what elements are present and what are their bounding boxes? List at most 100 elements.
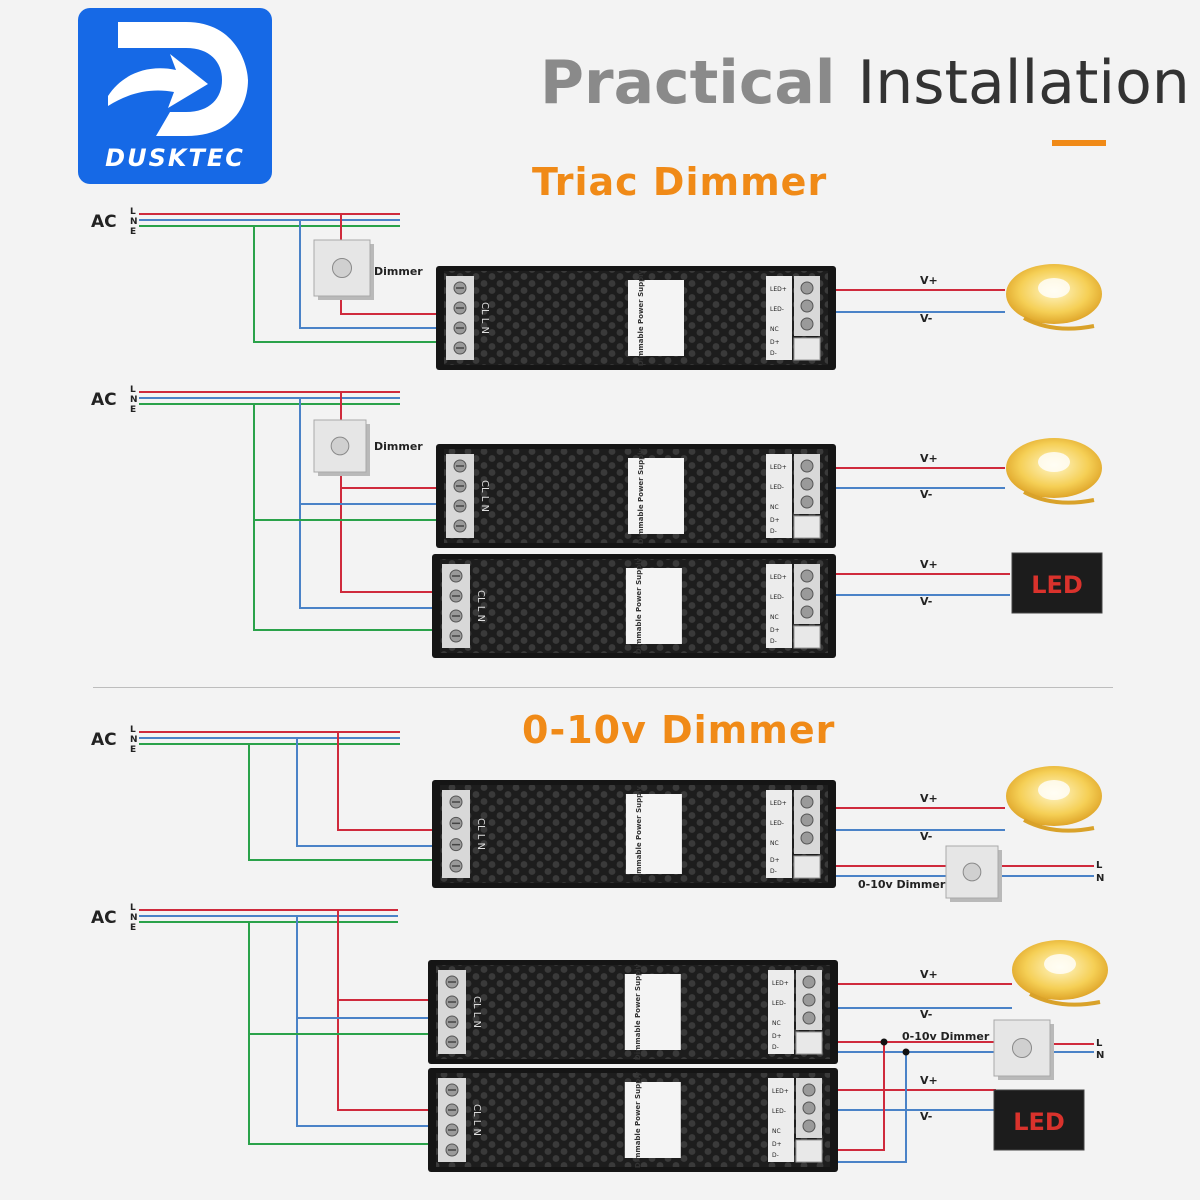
line-n-label: N (130, 735, 138, 745)
terminal-screw-icon (802, 1083, 816, 1097)
wire-earth-branch (253, 226, 444, 343)
label-d-plus: D+ (772, 1033, 782, 1040)
terminal-screw-icon (802, 993, 816, 1007)
wire-earth-branch (248, 1034, 444, 1145)
dim-connector (795, 1139, 823, 1163)
label-led-minus: LED- (770, 820, 784, 827)
led-reel-core (1038, 452, 1070, 472)
v-minus-label: V- (920, 1110, 932, 1123)
v-minus-label: V- (920, 1008, 932, 1021)
led-strip-tail (1029, 992, 1101, 1007)
ac-label: AC (91, 212, 117, 232)
led-reel-core (1044, 954, 1076, 974)
psu-label-title: Dimmable Power Supply (637, 269, 645, 366)
psu-terminal-labels: CL L N (471, 996, 482, 1028)
led-strip-reel (1006, 438, 1102, 505)
wire-neutral-branch (299, 504, 444, 609)
led-sign-panel (993, 1089, 1085, 1151)
terminal-screw-icon (802, 1119, 816, 1133)
output-label-plate (766, 454, 792, 538)
junction-dot (902, 1048, 910, 1056)
dim-connector (793, 855, 821, 879)
label-d-minus: D- (770, 350, 777, 357)
dimmer-knob-icon (330, 436, 350, 456)
wire-earth-branch (248, 744, 440, 861)
v-minus-label: V- (920, 312, 932, 325)
wire-neutral-branch (296, 916, 444, 1019)
label-d-minus: D- (772, 1044, 779, 1051)
line-e-label: E (130, 227, 136, 237)
v-plus-label: V+ (920, 792, 938, 805)
dimmer-label: Dimmer (374, 265, 423, 278)
label-nc: NC (770, 504, 779, 511)
terminal-screw-icon (800, 795, 814, 809)
label-d-minus: D- (770, 868, 777, 875)
psu-terminal-labels: CL L N (479, 480, 490, 512)
v-plus-label: V+ (920, 1074, 938, 1087)
psu-label-sticker (624, 1082, 681, 1158)
output-label-plate (768, 1078, 794, 1162)
terminal-screw-icon (800, 495, 814, 509)
terminal-screw-icon (800, 831, 814, 845)
dim-connector (793, 337, 821, 361)
psu-label-title: Dimmable Power Supply (637, 447, 645, 544)
zero-ten-dimmer (945, 845, 1002, 902)
title-bold: Practical (540, 48, 836, 118)
wire-neutral-branch (296, 1018, 444, 1127)
led-sign: LED (1011, 552, 1103, 614)
led-strip-reel (1012, 940, 1108, 1007)
label-led-minus: LED- (770, 594, 784, 601)
output-label-plate (766, 790, 792, 878)
line-l-label: L (130, 725, 136, 735)
led-sign-text: LED (1013, 1108, 1065, 1136)
line-n-label: N (130, 913, 138, 923)
label-d-plus: D+ (770, 517, 780, 524)
label-nc: NC (770, 326, 779, 333)
output-label-plate (766, 276, 792, 360)
label-led-minus: LED- (770, 306, 784, 313)
psu-label-sticker (625, 794, 682, 874)
ac-label: AC (91, 908, 117, 928)
dim-drop-plus (818, 1042, 885, 1151)
dimmer-knob-icon (331, 257, 353, 279)
label-led-plus: LED+ (772, 1088, 789, 1095)
dim-connector (795, 1031, 823, 1055)
ac-label: AC (91, 730, 117, 750)
psu-label-title: Dimmable Power Supply (634, 963, 642, 1060)
label-led-minus: LED- (770, 484, 784, 491)
label-led-plus: LED+ (770, 574, 787, 581)
line-e-label: E (130, 923, 136, 933)
led-sign-text: LED (1031, 571, 1083, 599)
junction-dot (880, 1038, 888, 1046)
led-sign-panel (1011, 552, 1103, 614)
v-plus-label: V+ (920, 274, 938, 287)
v-minus-label: V- (920, 488, 932, 501)
wire-live-branch (337, 732, 440, 831)
led-reel-core (1038, 780, 1070, 800)
led-strip-tail (1023, 818, 1095, 833)
terminal-screw-icon (800, 299, 814, 313)
dimmer-l-label: L (1096, 1038, 1103, 1049)
label-d-plus: D+ (770, 627, 780, 634)
output-label-plate (768, 970, 794, 1054)
label-d-minus: D- (770, 528, 777, 535)
terminal-screw-icon (802, 1101, 816, 1115)
psu-label-title: Dimmable Power Supply (635, 785, 643, 882)
dimmer-l-label: L (1096, 860, 1103, 871)
label-led-plus: LED+ (770, 800, 787, 807)
label-nc: NC (770, 614, 779, 621)
dimmer-knob-icon (1011, 1037, 1033, 1059)
logo-mark-icon (108, 22, 248, 136)
psu-terminal-labels: CL L N (475, 590, 486, 622)
label-d-plus: D+ (770, 857, 780, 864)
title-underline (1052, 140, 1106, 146)
zero-ten-dimmer (993, 1019, 1054, 1080)
wire-live-branch (340, 488, 444, 593)
